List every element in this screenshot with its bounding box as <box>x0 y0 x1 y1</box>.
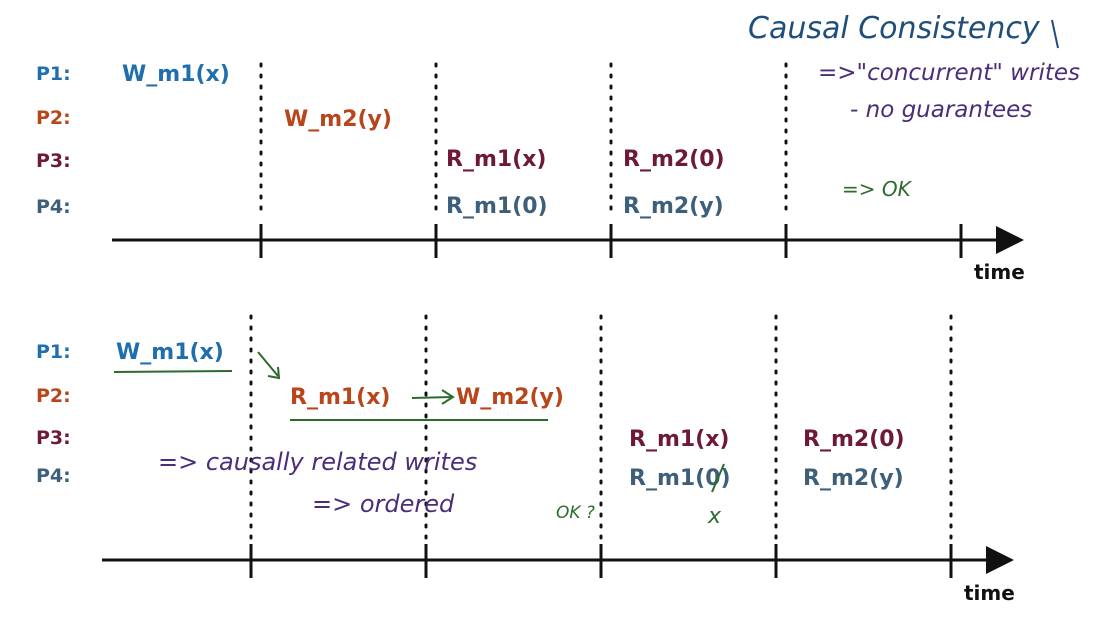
bottom-op-p4-b: R_m2(y) <box>803 466 904 491</box>
top-note-ok: => OK <box>842 177 913 201</box>
top-op-p4-b: R_m2(y) <box>623 194 724 219</box>
top-time-arrowhead <box>996 226 1024 254</box>
bottom-label-p2: P2: <box>36 385 71 407</box>
bottom-note-ok-question: OK ? <box>556 503 595 523</box>
diagram-title: Causal Consistency <box>748 11 1041 46</box>
bottom-note-x-mark: x <box>707 504 722 529</box>
bottom-diagram: P1: P2: P3: P4: W_m1(x) R_m1(x) W_m2(y) … <box>36 314 1015 605</box>
bottom-arrow-p1-to-p2 <box>257 351 279 377</box>
top-label-p2: P2: <box>36 107 71 129</box>
bottom-op-p4-a: R_m1(0) <box>629 466 731 491</box>
bottom-arrow-p2-causal <box>411 396 453 399</box>
bottom-label-p1: P1: <box>36 341 71 363</box>
top-time-label: time <box>974 260 1025 284</box>
top-op-p2: W_m2(y) <box>284 107 392 132</box>
top-diagram: P1: P2: P3: P4: W_m1(x) W_m2(y) R_m1(x) … <box>36 60 1080 284</box>
bottom-note-ordered: => ordered <box>312 490 455 518</box>
bottom-note-causal: => causally related writes <box>158 448 477 476</box>
bottom-arrow-p1-to-p2-head <box>267 366 281 380</box>
bottom-time-arrowhead <box>986 546 1014 574</box>
bottom-op-p3-b: R_m2(0) <box>803 427 905 452</box>
title-underline <box>1051 19 1059 49</box>
bottom-op-p1: W_m1(x) <box>116 340 224 365</box>
top-op-p4-a: R_m1(0) <box>446 194 548 219</box>
bottom-op-p2-a: R_m1(x) <box>290 385 390 410</box>
bottom-op-p2-b: W_m2(y) <box>456 385 564 410</box>
bottom-time-label: time <box>964 581 1015 605</box>
top-label-p3: P3: <box>36 150 71 172</box>
top-op-p1: W_m1(x) <box>122 62 230 87</box>
top-label-p1: P1: <box>36 63 71 85</box>
bottom-op-p3-a: R_m1(x) <box>629 427 729 452</box>
top-note-no-guarantees: - no guarantees <box>850 97 1032 123</box>
top-note-concurrent: =>"concurrent" writes <box>818 60 1080 86</box>
top-op-p3-a: R_m1(x) <box>446 147 546 172</box>
bottom-arrow-p2-causal-head <box>441 389 455 405</box>
bottom-label-p4: P4: <box>36 465 71 487</box>
bottom-p1-underline <box>113 370 233 373</box>
bottom-strike-mark <box>711 463 725 493</box>
bottom-label-p3: P3: <box>36 427 71 449</box>
top-label-p4: P4: <box>36 196 71 218</box>
top-op-p3-b: R_m2(0) <box>623 147 725 172</box>
